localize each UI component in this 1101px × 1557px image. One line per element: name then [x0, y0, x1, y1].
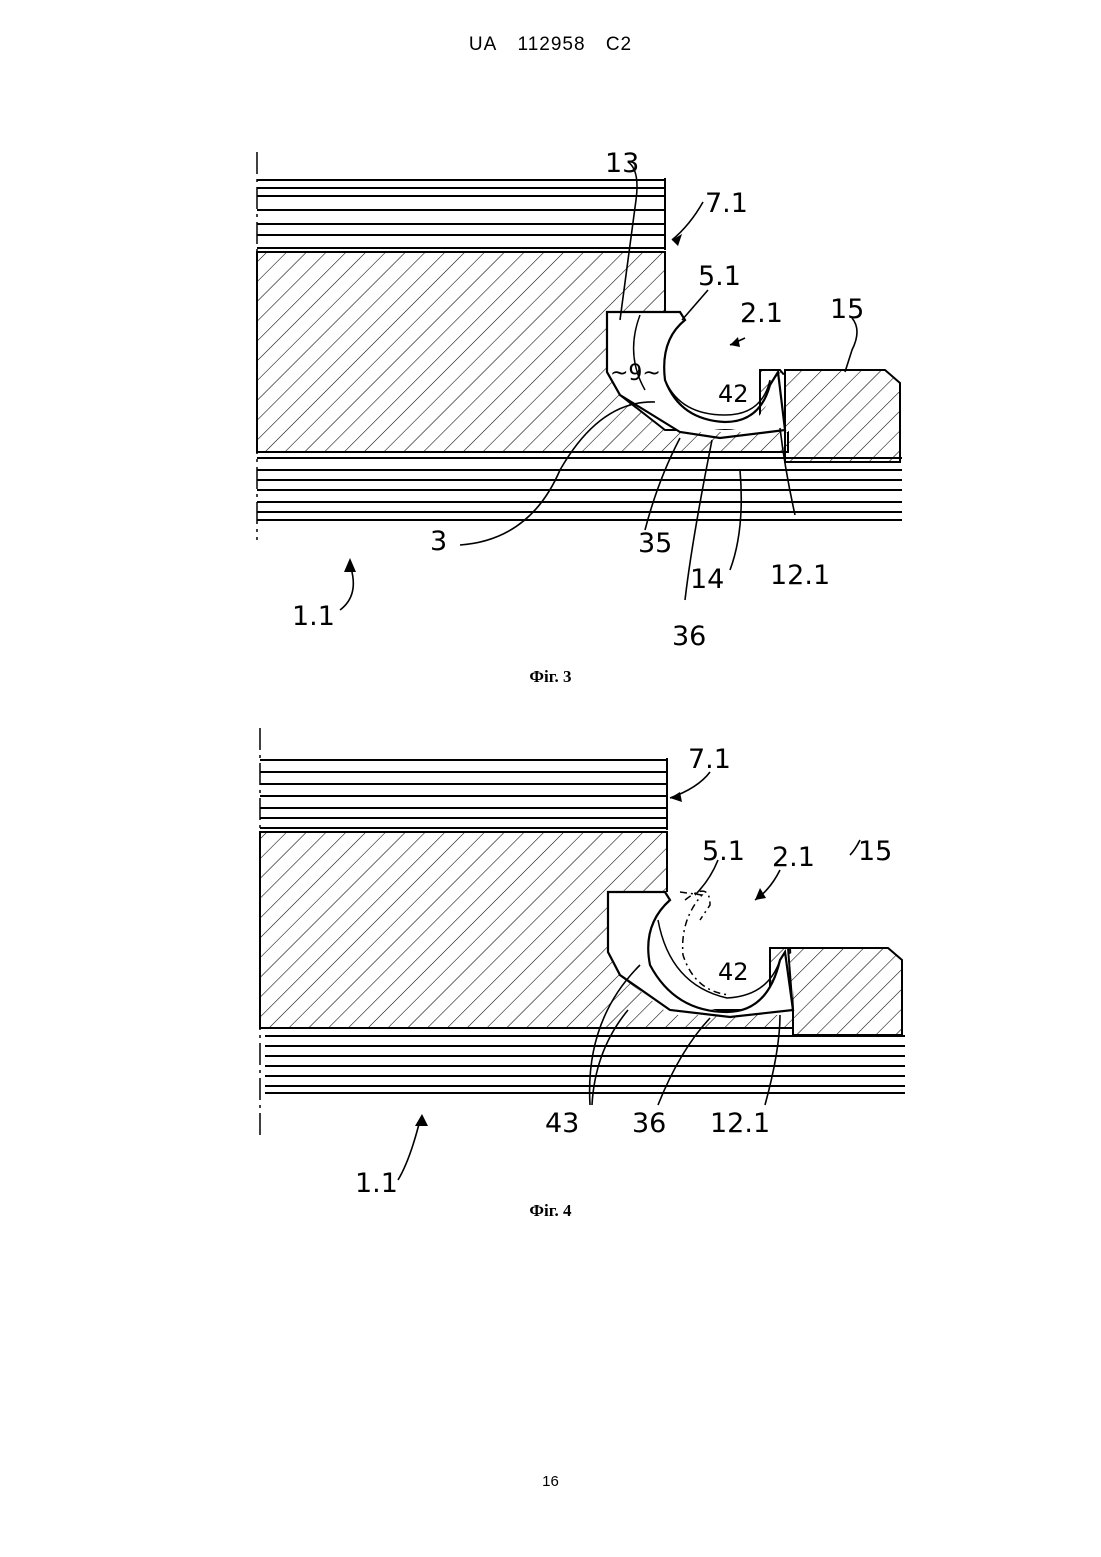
- ref-5-1: 5.1: [702, 836, 745, 867]
- ref-15: 15: [830, 294, 864, 325]
- ref-7-1: 7.1: [688, 744, 731, 775]
- ref-12-1: 12.1: [770, 560, 830, 591]
- page-number: 16: [0, 1473, 1101, 1490]
- figure-4-caption: Фіг. 4: [0, 1201, 1101, 1221]
- document-header: UA 112958 C2: [0, 34, 1101, 56]
- ref-15: 15: [858, 836, 892, 867]
- ref-3: 3: [430, 526, 447, 557]
- ref-42: 42: [718, 958, 749, 986]
- ref-14: 14: [690, 564, 724, 595]
- figure-4-drawing: 7.1 5.1 2.1 15 42 43 36 12.1 1.1: [240, 720, 920, 1200]
- ref-2-1: 2.1: [772, 842, 815, 873]
- ref-43: 43: [545, 1108, 579, 1139]
- ref-12-1: 12.1: [710, 1108, 770, 1139]
- ref-1-1: 1.1: [292, 601, 335, 632]
- document-kind: C2: [606, 34, 632, 55]
- country-code: UA: [469, 34, 497, 55]
- figure-3-drawing: 13 7.1 5.1 2.1 15 ~9~ 42 3 35 14 12.1 36…: [240, 140, 920, 660]
- ref-2-1: 2.1: [740, 298, 783, 329]
- ref-36: 36: [632, 1108, 666, 1139]
- patent-number: 112958: [518, 34, 586, 55]
- ref-35: 35: [638, 528, 672, 559]
- ref-36: 36: [672, 621, 706, 652]
- figure-3-caption: Фіг. 3: [0, 667, 1101, 687]
- ref-42: 42: [718, 380, 749, 408]
- ref-7-1: 7.1: [705, 188, 748, 219]
- ref-9: ~9~: [610, 361, 661, 386]
- ref-13: 13: [605, 148, 639, 179]
- ref-5-1: 5.1: [698, 261, 741, 292]
- ref-1-1: 1.1: [355, 1168, 398, 1199]
